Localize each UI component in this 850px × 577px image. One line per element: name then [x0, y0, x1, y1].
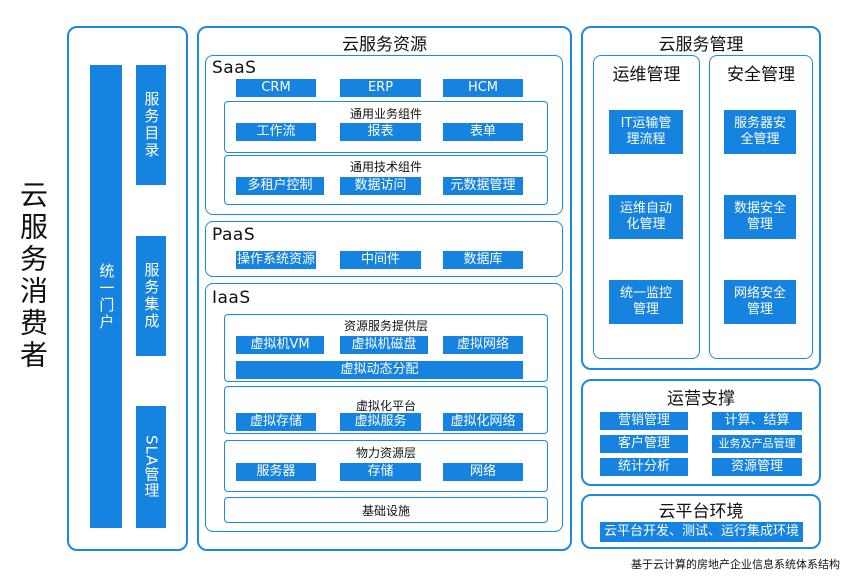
saas-app-erp: ERP: [340, 79, 421, 97]
provider-item-label: 虚拟机VM: [250, 336, 310, 352]
provider-item-label: 虚拟网络: [456, 336, 509, 352]
platform-title: 云平台环境: [658, 502, 744, 522]
tech-components-title: 通用技术组件: [349, 160, 422, 174]
security-item-label: 数据安全管理: [733, 200, 786, 232]
saas-label: SaaS: [212, 58, 257, 78]
tech-item-label: 数据访问: [354, 177, 407, 193]
virtualization-title: 虚拟化平台: [355, 399, 416, 413]
operations-item-label: 计算、结算: [724, 412, 790, 428]
operations-item-label: 业务及产品管理: [718, 437, 796, 451]
business-item: 工作流: [236, 123, 316, 141]
security-item: 服务器安全管理: [724, 110, 796, 154]
operations-item: 资源管理: [712, 458, 802, 476]
service-integration-bar: 服务集成: [136, 236, 166, 356]
ops-title: 运维管理: [612, 65, 681, 85]
tech-item-label: 元数据管理: [450, 177, 516, 193]
provider-item: 虚拟机磁盘: [340, 336, 428, 354]
paas-item-label: 操作系统资源: [236, 251, 315, 267]
tech-item: 元数据管理: [443, 177, 523, 195]
physical-item: 服务器: [236, 463, 316, 481]
resources-title: 云服务资源: [342, 35, 427, 55]
ops-item: IT运输管理流程: [609, 110, 683, 154]
virt-item: 虚拟存储: [236, 413, 316, 431]
physical-item: 存储: [340, 463, 421, 481]
dynamic-allocation-bar: 虚拟动态分配: [236, 361, 523, 379]
saas-app-crm: CRM: [236, 79, 316, 97]
operations-item: 营销管理: [600, 412, 688, 430]
business-components-title: 通用业务组件: [349, 107, 422, 121]
unified-portal-bar: 统一门户: [90, 65, 122, 528]
figure-caption: 基于云计算的房地产企业信息系统体系结构: [631, 558, 840, 571]
service-catalog-label: 服务目录: [142, 91, 161, 159]
paas-item: 中间件: [340, 251, 421, 269]
saas-app-label: HCM: [467, 79, 499, 95]
sla-label: SLA管理: [142, 435, 161, 499]
service-integration-label: 服务集成: [142, 262, 161, 330]
business-item: 表单: [443, 123, 523, 141]
business-item-label: 表单: [469, 123, 496, 139]
service-catalog-bar: 服务目录: [136, 65, 166, 185]
provider-layer-title: 资源服务提供层: [343, 319, 428, 333]
business-item-label: 报表: [367, 123, 394, 139]
operations-title: 运营支撑: [667, 389, 735, 409]
tech-item-label: 多租户控制: [247, 177, 313, 193]
management-title: 云服务管理: [658, 35, 744, 55]
virt-item-label: 虚拟化网络: [450, 413, 516, 429]
platform-item: 云平台开发、测试、运行集成环境: [600, 522, 803, 542]
consumer-title: 云服务消费者: [16, 180, 49, 372]
operations-item-label: 营销管理: [617, 412, 670, 428]
operations-item: 统计分析: [600, 458, 688, 476]
physical-item-label: 存储: [367, 463, 394, 479]
portal-panel: [67, 26, 188, 551]
business-item: 报表: [340, 123, 421, 141]
paas-item: 操作系统资源: [236, 251, 316, 269]
business-item-label: 工作流: [256, 123, 296, 139]
physical-item-label: 网络: [469, 463, 496, 479]
paas-label: PaaS: [212, 225, 256, 245]
paas-item-label: 数据库: [463, 251, 503, 267]
ops-item: 统一监控管理: [609, 280, 683, 324]
ops-item: 运维自动化管理: [609, 195, 683, 239]
sla-bar: SLA管理: [136, 406, 166, 528]
ops-item-label: 运维自动化管理: [619, 200, 672, 232]
ops-item-label: IT运输管理流程: [620, 115, 672, 147]
paas-item: 数据库: [443, 251, 523, 269]
operations-item: 客户管理: [600, 435, 688, 453]
platform-item-label: 云平台开发、测试、运行集成环境: [603, 523, 799, 539]
operations-item-label: 客户管理: [617, 435, 670, 451]
physical-title: 物力资源层: [355, 446, 416, 460]
virt-item: 虚拟服务: [340, 413, 421, 431]
tech-item: 数据访问: [340, 177, 421, 195]
security-item-label: 网络安全管理: [733, 285, 786, 317]
virt-item: 虚拟化网络: [443, 413, 523, 431]
virt-item-label: 虚拟存储: [249, 413, 302, 429]
physical-item: 网络: [443, 463, 523, 481]
ops-item-label: 统一监控管理: [619, 285, 672, 317]
operations-item: 业务及产品管理: [712, 435, 802, 453]
security-item: 网络安全管理: [724, 280, 796, 324]
unified-portal-label: 统一门户: [97, 262, 116, 331]
paas-item-label: 中间件: [360, 251, 400, 267]
operations-item-label: 资源管理: [730, 458, 783, 474]
dynamic-allocation-label: 虚拟动态分配: [340, 361, 419, 377]
operations-item-label: 统计分析: [617, 458, 670, 474]
operations-item: 计算、结算: [712, 412, 802, 430]
physical-item-label: 服务器: [256, 463, 296, 479]
iaas-label: IaaS: [212, 288, 251, 308]
provider-item: 虚拟网络: [443, 336, 523, 354]
security-item: 数据安全管理: [724, 195, 796, 239]
saas-app-label: ERP: [367, 79, 394, 95]
security-item-label: 服务器安全管理: [733, 115, 786, 147]
saas-app-label: CRM: [261, 79, 291, 95]
provider-item: 虚拟机VM: [236, 336, 324, 354]
infrastructure-box: 基础设施: [224, 497, 548, 523]
infrastructure-label: 基础设施: [361, 503, 410, 518]
security-title: 安全管理: [727, 65, 795, 85]
virt-item-label: 虚拟服务: [354, 413, 407, 429]
provider-item-label: 虚拟机磁盘: [351, 336, 417, 352]
saas-app-hcm: HCM: [443, 79, 523, 97]
tech-item: 多租户控制: [236, 177, 324, 195]
